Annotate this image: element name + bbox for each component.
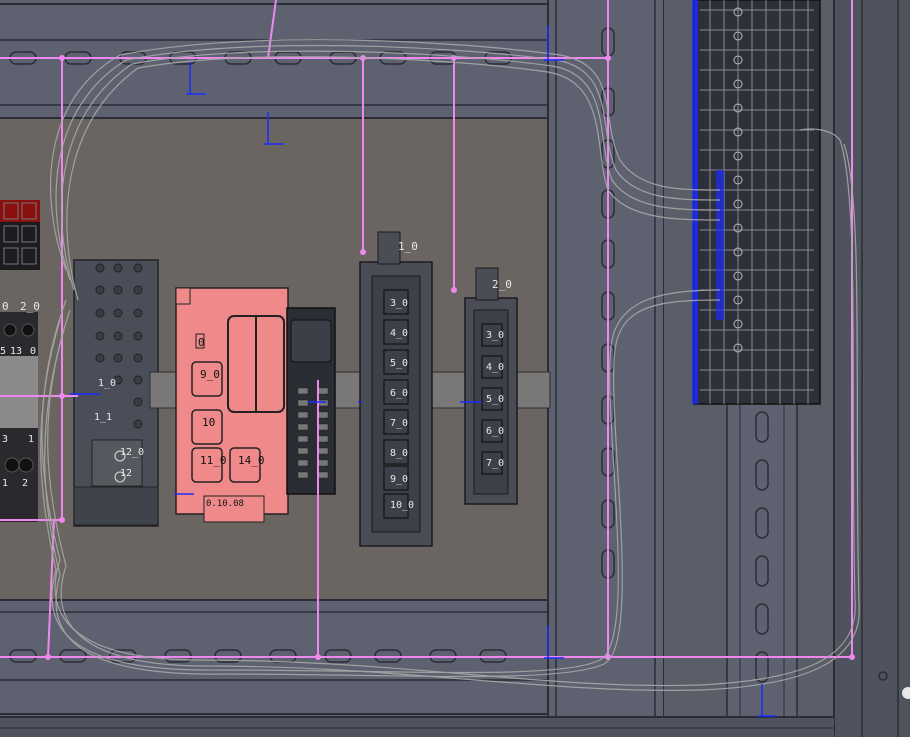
switch-b-port-3: 5_0 <box>486 394 504 405</box>
red-label-e: 14_0 <box>238 454 265 467</box>
wire-bundles <box>40 39 860 691</box>
red-label-d: 11_0 <box>200 454 227 467</box>
red-label-c: 10 <box>202 416 215 429</box>
switch-a-port-4: 6_0 <box>390 388 408 399</box>
red-label-a: 0 <box>198 336 205 349</box>
switch-a-port-7: 9_0 <box>390 474 408 485</box>
terminal-label-4: 12 <box>120 468 132 479</box>
switch-b-port-2: 4_0 <box>486 362 504 373</box>
terminal-strip-right[interactable] <box>692 0 821 405</box>
terminal-block[interactable]: 1_0 1_1 12_0 12 <box>73 259 159 527</box>
right-din-rail <box>726 399 798 718</box>
switch-a-title: 1_0 <box>398 240 418 253</box>
relay-label-f: 3 <box>2 434 8 445</box>
terminal-label-3: 12_0 <box>120 447 144 458</box>
switch-b-port-1: 3_0 <box>486 330 504 341</box>
switch-b-title: 2_0 <box>492 278 512 291</box>
red-label-f: 0.10.08 <box>206 499 244 509</box>
terminal-label-1: 1_0 <box>98 378 116 389</box>
relay-label-d: 13 <box>10 346 22 357</box>
terminal-label-2: 1_1 <box>94 412 112 423</box>
red-label-b: 9_0 <box>200 368 220 381</box>
relay-label-a: 0 <box>2 300 9 313</box>
io-module[interactable] <box>286 307 336 495</box>
switch-b-port-4: 6_0 <box>486 426 504 437</box>
switch-a-port-3: 5_0 <box>390 358 408 369</box>
relay-label-e: 0 <box>30 346 36 357</box>
vertical-duct <box>547 0 665 717</box>
switch-a-port-2: 4_0 <box>390 328 408 339</box>
relay-label-h: 1 <box>2 478 8 489</box>
left-relay-block[interactable] <box>0 200 40 270</box>
switch-a-port-8: 10_0 <box>390 500 414 511</box>
relay-label-c: 5 <box>0 346 6 357</box>
relay-label-i: 2 <box>22 478 28 489</box>
wire-routes <box>0 0 853 658</box>
relay-label-b: 2_0 <box>20 300 40 313</box>
network-switch-b[interactable]: 2_0 3_0 4_0 5_0 6_0 7_0 <box>464 267 518 505</box>
relay-label-g: 1 <box>28 434 34 445</box>
switch-a-port-5: 7_0 <box>390 418 408 429</box>
selected-power-module[interactable]: 0 9_0 10 11_0 14_0 0.10.08 <box>175 287 289 523</box>
switch-a-port-1: 3_0 <box>390 298 408 309</box>
switch-b-port-5: 7_0 <box>486 458 504 469</box>
axis-markers <box>70 26 776 717</box>
bottom-duct <box>0 599 548 717</box>
network-switch-a[interactable]: 1_0 3_0 4_0 5_0 6_0 7_0 8_0 9_0 10_0 <box>359 231 433 547</box>
left-contactor[interactable]: 0 2_0 5 13 0 3 1 1 2 <box>0 300 40 522</box>
switch-a-port-6: 8_0 <box>390 448 408 459</box>
